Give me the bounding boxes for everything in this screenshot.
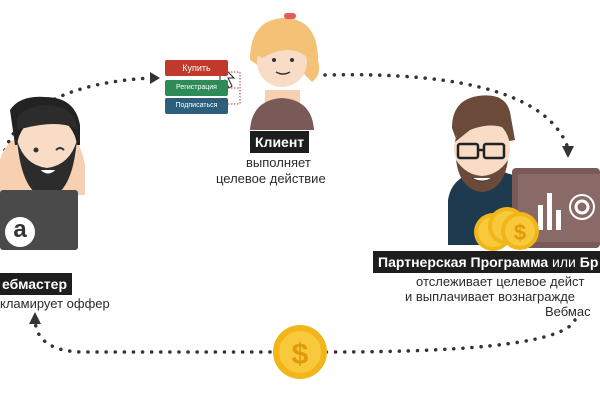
coin-stack-icon: $ [474, 207, 539, 251]
flow-arrowhead-partner [562, 146, 574, 158]
flow-arrow-partner-to-webmaster [33, 316, 577, 354]
payment-coin-icon: $ [273, 325, 327, 379]
flow-arrowhead-webmaster [29, 312, 41, 324]
client-title: Клиент [250, 131, 310, 153]
partner-desc-line3: Вебмас [545, 304, 591, 319]
client-desc-line1: выполняет [246, 155, 311, 170]
client-illustration [250, 13, 320, 130]
webmaster-title: ебмастер [0, 273, 73, 295]
partner-desc-line2: и выплачивает вознагражде [405, 289, 576, 304]
svg-text:$: $ [514, 220, 526, 245]
register-button[interactable]: Регистрация [165, 80, 228, 96]
partner-title-end: Бр [579, 254, 599, 270]
subscribe-button-label: Подписаться [175, 102, 218, 109]
subscribe-button[interactable]: Подписаться [165, 98, 228, 114]
buy-button-label: Купить [182, 63, 211, 73]
partner-desc-line1: отслеживает целевое дейст [416, 274, 585, 289]
laptop-logo: a [13, 216, 27, 243]
flow-arrowhead-client [150, 72, 160, 84]
partner-title-bold: Партнерская Программа [378, 254, 549, 270]
partner-title: Партнерская Программа или Бр [373, 251, 600, 273]
register-button-label: Регистрация [176, 84, 217, 91]
flow-arrow-client-to-partner [323, 72, 570, 150]
partner-title-or: или [548, 254, 580, 270]
laptop-logo-circle [5, 217, 35, 247]
gear-icon [574, 199, 590, 215]
webmaster-desc: кламирует оффер [0, 296, 110, 311]
webmaster-illustration [0, 96, 85, 198]
svg-text:$: $ [292, 338, 309, 371]
buy-button[interactable]: Купить [165, 60, 228, 76]
client-desc-line2: целевое действие [216, 171, 326, 186]
